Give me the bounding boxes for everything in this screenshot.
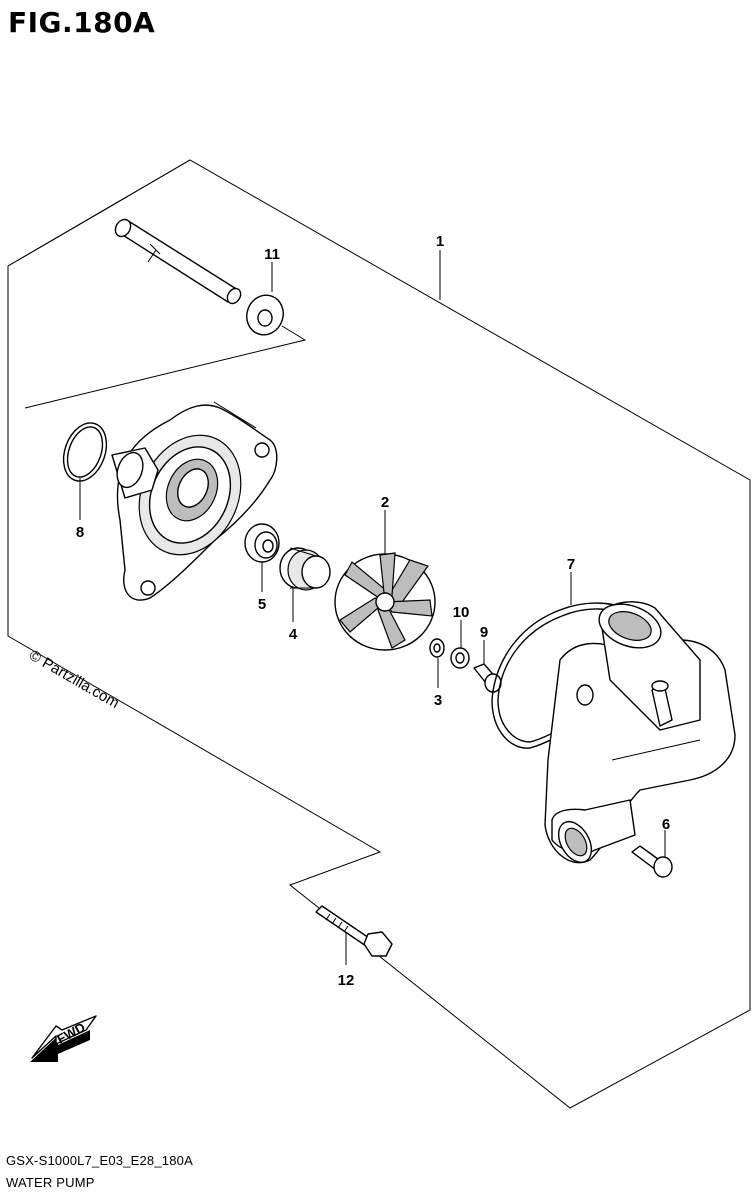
impeller-2-part — [334, 552, 436, 651]
shaft-section-divider — [24, 325, 307, 409]
mechanical-seal-4-part — [279, 547, 331, 591]
partzilla-watermark: © Partzilla.com — [26, 647, 122, 712]
callout-5: 5 — [258, 596, 266, 613]
pump-shaft-part — [114, 218, 242, 305]
callout-12: 12 — [338, 972, 355, 989]
bolt-12-part — [315, 905, 393, 957]
callout-11: 11 — [264, 246, 280, 263]
washer-10-part — [450, 647, 470, 669]
callout-2: 2 — [381, 494, 389, 511]
callout-6: 6 — [662, 816, 670, 833]
figure-title: FIG.180A — [8, 6, 156, 39]
callout-9: 9 — [480, 624, 488, 641]
fwd-arrow-icon: FWD — [30, 1015, 97, 1062]
o-ring-8-part — [62, 422, 108, 482]
model-code: GSX-S1000L7_E03_E28_180A — [6, 1153, 193, 1168]
group-name: WATER PUMP — [6, 1175, 95, 1190]
bolt-6-part — [631, 845, 673, 878]
callout-1: 1 — [436, 233, 444, 250]
callout-3: 3 — [434, 692, 442, 709]
pump-cover-part — [544, 601, 736, 864]
bolt-9-part — [473, 663, 502, 693]
bearing-5-part — [244, 523, 280, 563]
callout-7: 7 — [567, 556, 575, 573]
pump-body-part — [111, 401, 278, 601]
washer-3-part — [429, 638, 445, 658]
inner-boundary-notch — [7, 159, 191, 636]
callout-4: 4 — [289, 626, 298, 643]
assembly-boundary — [7, 159, 751, 1109]
callout-10: 10 — [453, 604, 470, 621]
washer-11-part — [246, 294, 284, 336]
callout-8: 8 — [76, 524, 84, 541]
